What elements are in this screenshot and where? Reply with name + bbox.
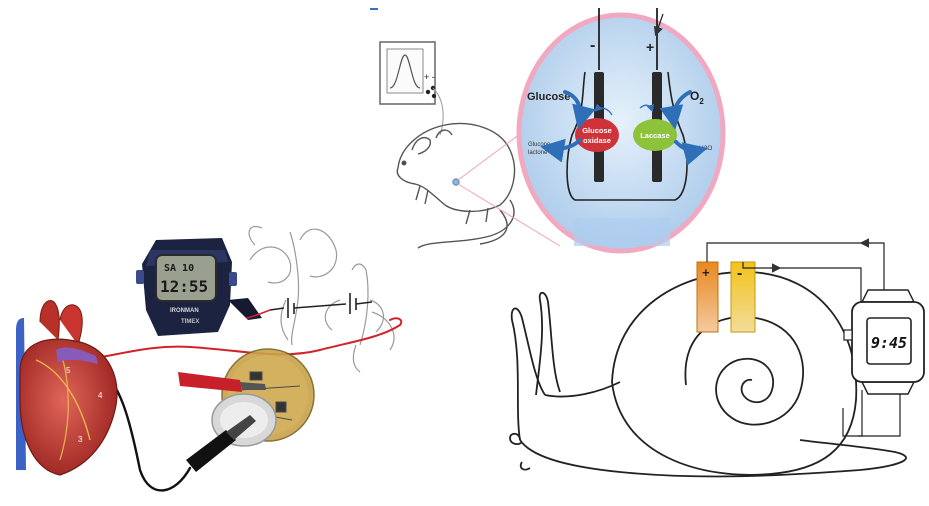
rat-drawing (397, 124, 514, 248)
heart-label-5: 5 (66, 366, 71, 375)
heart-label-4: 4 (98, 391, 103, 400)
biofuel-cell-zoom: - + Glucose oxidase Laccase Glucose O2 G… (519, 8, 723, 251)
stopwatch: SA 10 12:55 IRONMAN TIMEX (136, 238, 262, 336)
heart-label-3: 3 (78, 435, 83, 444)
snail-plus-sign: + (702, 265, 710, 280)
stopwatch-main-time: 12:55 (160, 277, 208, 296)
anode-sign: - (590, 37, 595, 54)
enzyme-cathode-label: Laccase (640, 131, 670, 140)
snail-yellow-electrode (731, 262, 755, 332)
watch-time: 9:45 (871, 334, 907, 352)
stopwatch-top-row: SA 10 (164, 263, 194, 274)
enzyme-anode-line2: oxidase (583, 136, 611, 145)
red-wire (96, 318, 401, 358)
stopwatch-bezel-text: IRONMAN (170, 308, 199, 314)
oscilloscope: + - (380, 42, 443, 135)
cathode-sign: + (646, 39, 654, 55)
oscilloscope-terminals: + - (424, 72, 435, 82)
product-left-line2: lactone (528, 150, 548, 156)
snail-minus-sign: - (737, 265, 742, 282)
heart-illustration: 5 4 3 (16, 301, 117, 475)
shell-spiral (685, 317, 803, 425)
battery-symbols (270, 293, 372, 318)
enzyme-anode-line1: Glucose (582, 126, 612, 135)
wrist-watch: 9:45 (844, 290, 924, 394)
stopwatch-strap-text: TIMEX (181, 319, 199, 325)
